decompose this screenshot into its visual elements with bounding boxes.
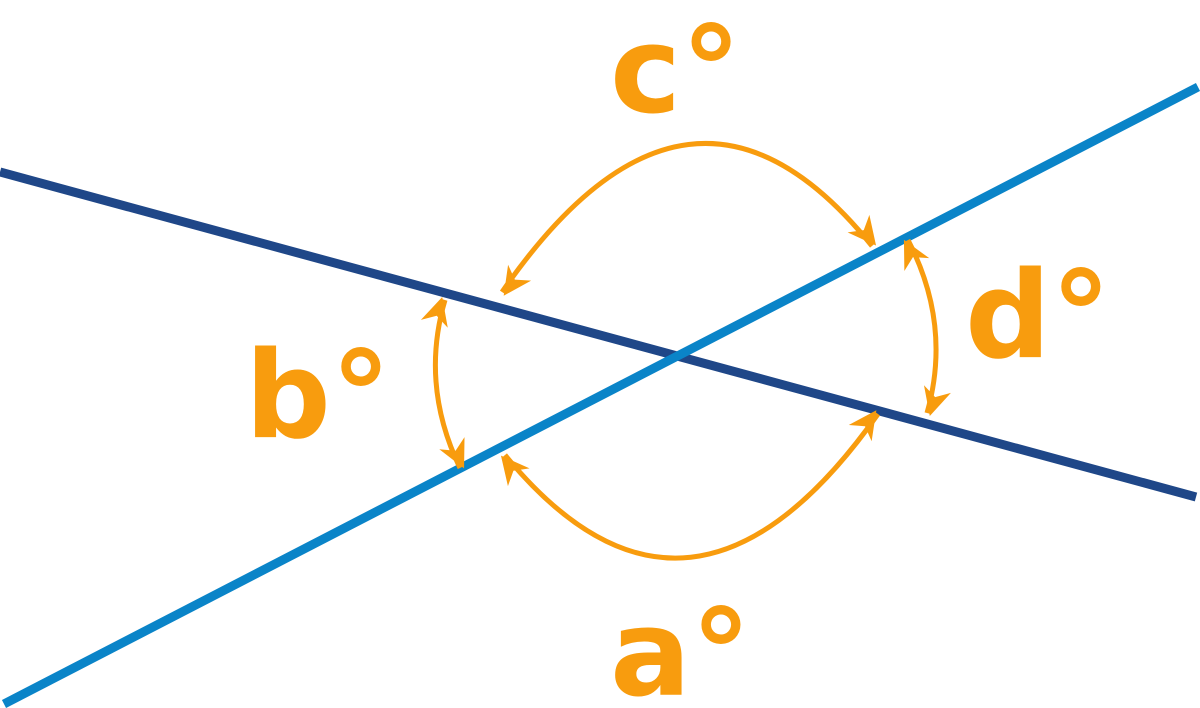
angle-a-label: a° [610,585,751,708]
angle-d-arc [903,238,951,416]
angle-b-arc [420,296,465,470]
dark-blue-line [0,167,1198,502]
light-blue-line [1,83,1200,708]
angle-c-label: c° [610,2,741,141]
angle-c-arc [499,140,877,296]
angle-d-label: d° [965,247,1111,386]
angle-b-label: b° [245,327,391,466]
angle-a-arc [500,410,881,561]
